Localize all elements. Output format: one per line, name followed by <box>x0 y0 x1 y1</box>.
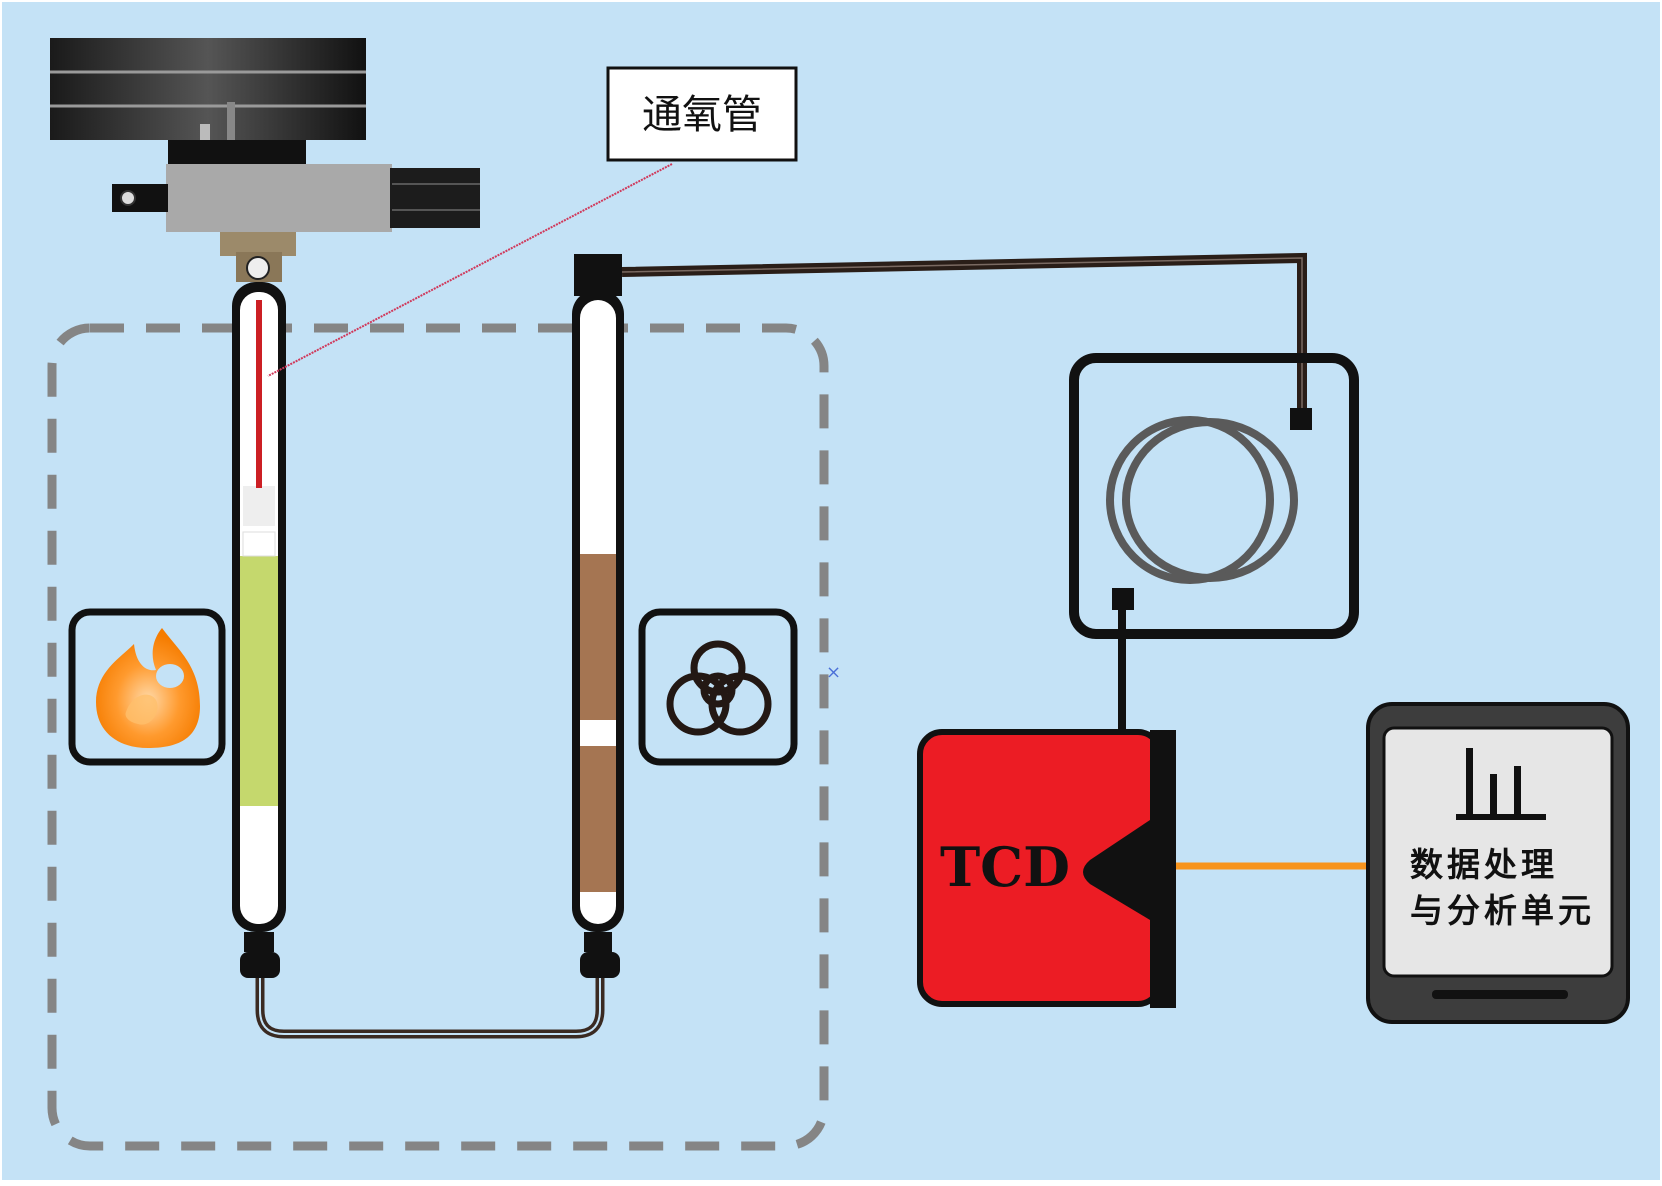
bar-chart-icon <box>1456 748 1546 820</box>
tcd-detector: TCD <box>917 729 1176 1008</box>
processing-label-line2: 与分析单元 <box>1410 891 1595 930</box>
autosampler <box>50 38 480 282</box>
combustion-tube <box>232 282 286 978</box>
flame-icon <box>96 628 200 748</box>
reduction-tube <box>572 254 624 978</box>
callout-box <box>606 66 798 162</box>
autosampler-carousel <box>50 38 366 140</box>
sampler-valve-body <box>166 164 392 232</box>
oxygen-tube-callout: 通氧管 <box>267 66 798 377</box>
reduction-packing-lower <box>580 746 616 892</box>
combustion-packing <box>240 556 278 806</box>
oxygen-tube-label: 通氧管 <box>642 92 762 138</box>
combustion-icon-box <box>68 608 226 766</box>
reduction-packing-upper <box>580 554 616 720</box>
detector-label: TCD <box>940 835 1070 899</box>
triquetra-icon <box>666 640 772 736</box>
data-processing-unit: 数据处理 与分析单元 <box>1366 702 1630 1024</box>
reactor-dashed-frame <box>47 323 829 1151</box>
callout-leader-line <box>267 163 673 377</box>
coil-icon <box>1106 416 1298 584</box>
sampler-actuator <box>390 168 480 228</box>
cursor-marker: × <box>826 662 841 683</box>
reduction-icon-box <box>638 608 798 766</box>
processing-label-line1: 数据处理 <box>1410 845 1558 884</box>
gc-column <box>1069 353 1359 639</box>
